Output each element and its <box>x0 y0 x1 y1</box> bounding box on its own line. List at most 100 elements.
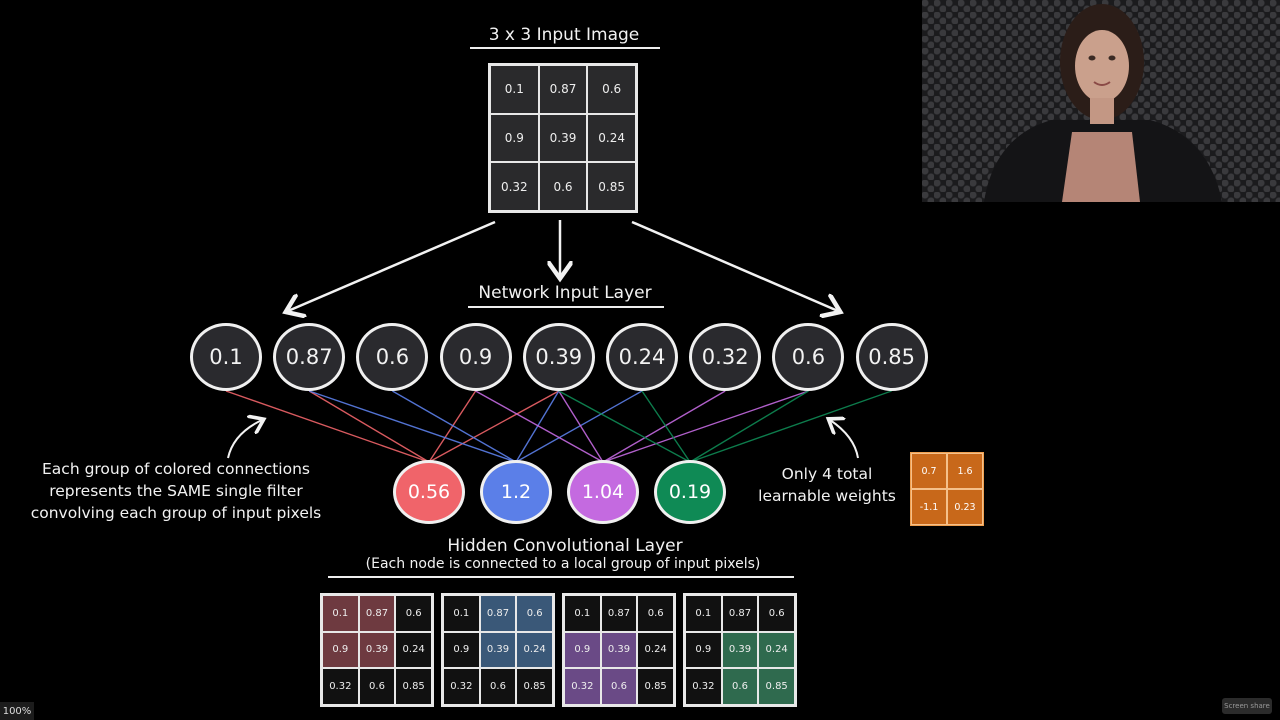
filter-grid-cell: 0.24 <box>758 631 795 669</box>
input-image-title-underline <box>470 47 660 49</box>
input-node: 0.6 <box>356 323 429 391</box>
filter-grid-cell: 0.1 <box>564 595 601 632</box>
filter-grid-cell: 0.87 <box>479 595 517 632</box>
input-image-cell: 0.39 <box>538 113 588 163</box>
input-node: 0.32 <box>689 323 762 391</box>
connection-line <box>515 390 560 463</box>
note-left: Each group of colored connections repres… <box>14 458 338 524</box>
input-node: 0.6 <box>772 323 845 391</box>
hidden-node: 1.04 <box>567 460 639 524</box>
connection-line <box>308 390 430 463</box>
filter-grid-cell: 0.39 <box>600 631 638 669</box>
note-right-line-2: learnable weights <box>758 487 896 505</box>
filter-grid-cell: 0.6 <box>479 668 517 705</box>
weight-cell: 1.6 <box>947 453 983 489</box>
filter-grid-cell: 0.9 <box>322 631 359 669</box>
filter-grid-cell: 0.39 <box>721 631 759 669</box>
input-node: 0.9 <box>439 323 512 391</box>
note-right-line-1: Only 4 total <box>781 465 873 483</box>
filter-grid-cell: 0.85 <box>395 668 432 705</box>
input-image-cell: 0.9 <box>490 113 539 163</box>
filter-grid-cell: 0.85 <box>637 668 674 705</box>
filter-grid-cell: 0.6 <box>516 595 553 632</box>
connection-line <box>308 390 517 463</box>
note-left-arrow <box>227 420 262 459</box>
connection-line <box>392 390 517 463</box>
filter-grid-cell: 0.6 <box>395 595 432 632</box>
filter-grid-cell: 0.39 <box>479 631 517 669</box>
arrow-left <box>288 220 496 311</box>
note-right-arrow <box>830 420 859 459</box>
weight-cell: -1.1 <box>911 489 947 525</box>
input-image-cell: 0.32 <box>490 162 539 211</box>
filter-grid-cell: 0.32 <box>564 668 601 705</box>
filter-grid-cell: 0.9 <box>443 631 480 669</box>
filter-grid-cell: 0.6 <box>600 668 638 705</box>
connection-line <box>428 390 477 463</box>
screen-share-button[interactable]: Screen share <box>1222 698 1272 714</box>
input-image-cell: 0.24 <box>587 113 636 163</box>
connection-line <box>689 390 809 463</box>
filter-grid-cell: 0.87 <box>358 595 396 632</box>
input-image-cell: 0.87 <box>538 65 588 114</box>
input-node: 0.39 <box>522 323 595 391</box>
filter-grid-cell: 0.9 <box>685 631 722 669</box>
hidden-node: 0.56 <box>393 460 465 524</box>
input-node: 0.1 <box>190 323 262 391</box>
filter-grid-cell: 0.32 <box>685 668 722 705</box>
filter-grid-cell: 0.87 <box>600 595 638 632</box>
filter-grid-cell: 0.6 <box>758 595 795 632</box>
connection-line <box>515 390 643 463</box>
connection-line <box>428 390 560 463</box>
filter-grid-cell: 0.6 <box>637 595 674 632</box>
note-left-line-1: Each group of colored connections <box>42 460 310 478</box>
filter-grid-cell: 0.6 <box>358 668 396 705</box>
connection-line <box>225 390 430 463</box>
filter-grid-cell: 0.24 <box>637 631 674 669</box>
note-right: Only 4 total learnable weights <box>752 463 902 507</box>
connection-line <box>641 390 691 463</box>
note-left-line-3: convolving each group of input pixels <box>30 504 322 522</box>
connection-line <box>475 390 604 463</box>
input-image-cell: 0.6 <box>587 65 636 114</box>
filter-grid-cell: 0.85 <box>516 668 553 705</box>
filter-grid-cell: 0.24 <box>516 631 553 669</box>
filter-grid-cell: 0.1 <box>322 595 359 632</box>
connection-line <box>602 390 726 463</box>
note-left-line-2: represents the SAME single filter <box>49 482 303 500</box>
weight-cell: 0.7 <box>911 453 947 489</box>
hidden-layer-title: Hidden Convolutional Layer <box>447 536 683 556</box>
filter-grid-cell: 0.24 <box>395 631 432 669</box>
connection-line <box>689 390 892 463</box>
filter-connections <box>225 390 892 463</box>
input-node: 0.24 <box>606 323 678 391</box>
input-node: 0.85 <box>855 323 928 391</box>
zoom-level[interactable]: 100% <box>0 702 34 720</box>
input-image-cell: 0.85 <box>587 162 636 211</box>
weight-cell: 0.23 <box>947 489 983 525</box>
input-image-cell: 0.1 <box>490 65 539 114</box>
hidden-layer-underline <box>328 576 794 578</box>
filter-grid-cell: 0.1 <box>443 595 480 632</box>
filter-grid-cell: 0.32 <box>443 668 480 705</box>
arrow-right <box>631 220 838 311</box>
connection-line <box>558 390 691 463</box>
input-image-cell: 0.6 <box>538 162 588 211</box>
presenter-video <box>922 0 1280 202</box>
filter-grid-cell: 0.39 <box>358 631 396 669</box>
input-node: 0.87 <box>273 323 346 391</box>
filter-grid-cell: 0.32 <box>322 668 359 705</box>
input-image-title: 3 x 3 Input Image <box>488 25 640 45</box>
hidden-node: 0.19 <box>654 460 726 524</box>
network-input-title: Network Input Layer <box>478 283 652 303</box>
filter-grid-cell: 0.9 <box>564 631 601 669</box>
filter-grid-cell: 0.85 <box>758 668 795 705</box>
hidden-layer-subtitle: (Each node is connected to a local group… <box>365 556 761 572</box>
connection-line <box>602 390 809 463</box>
network-input-title-underline <box>468 306 664 308</box>
